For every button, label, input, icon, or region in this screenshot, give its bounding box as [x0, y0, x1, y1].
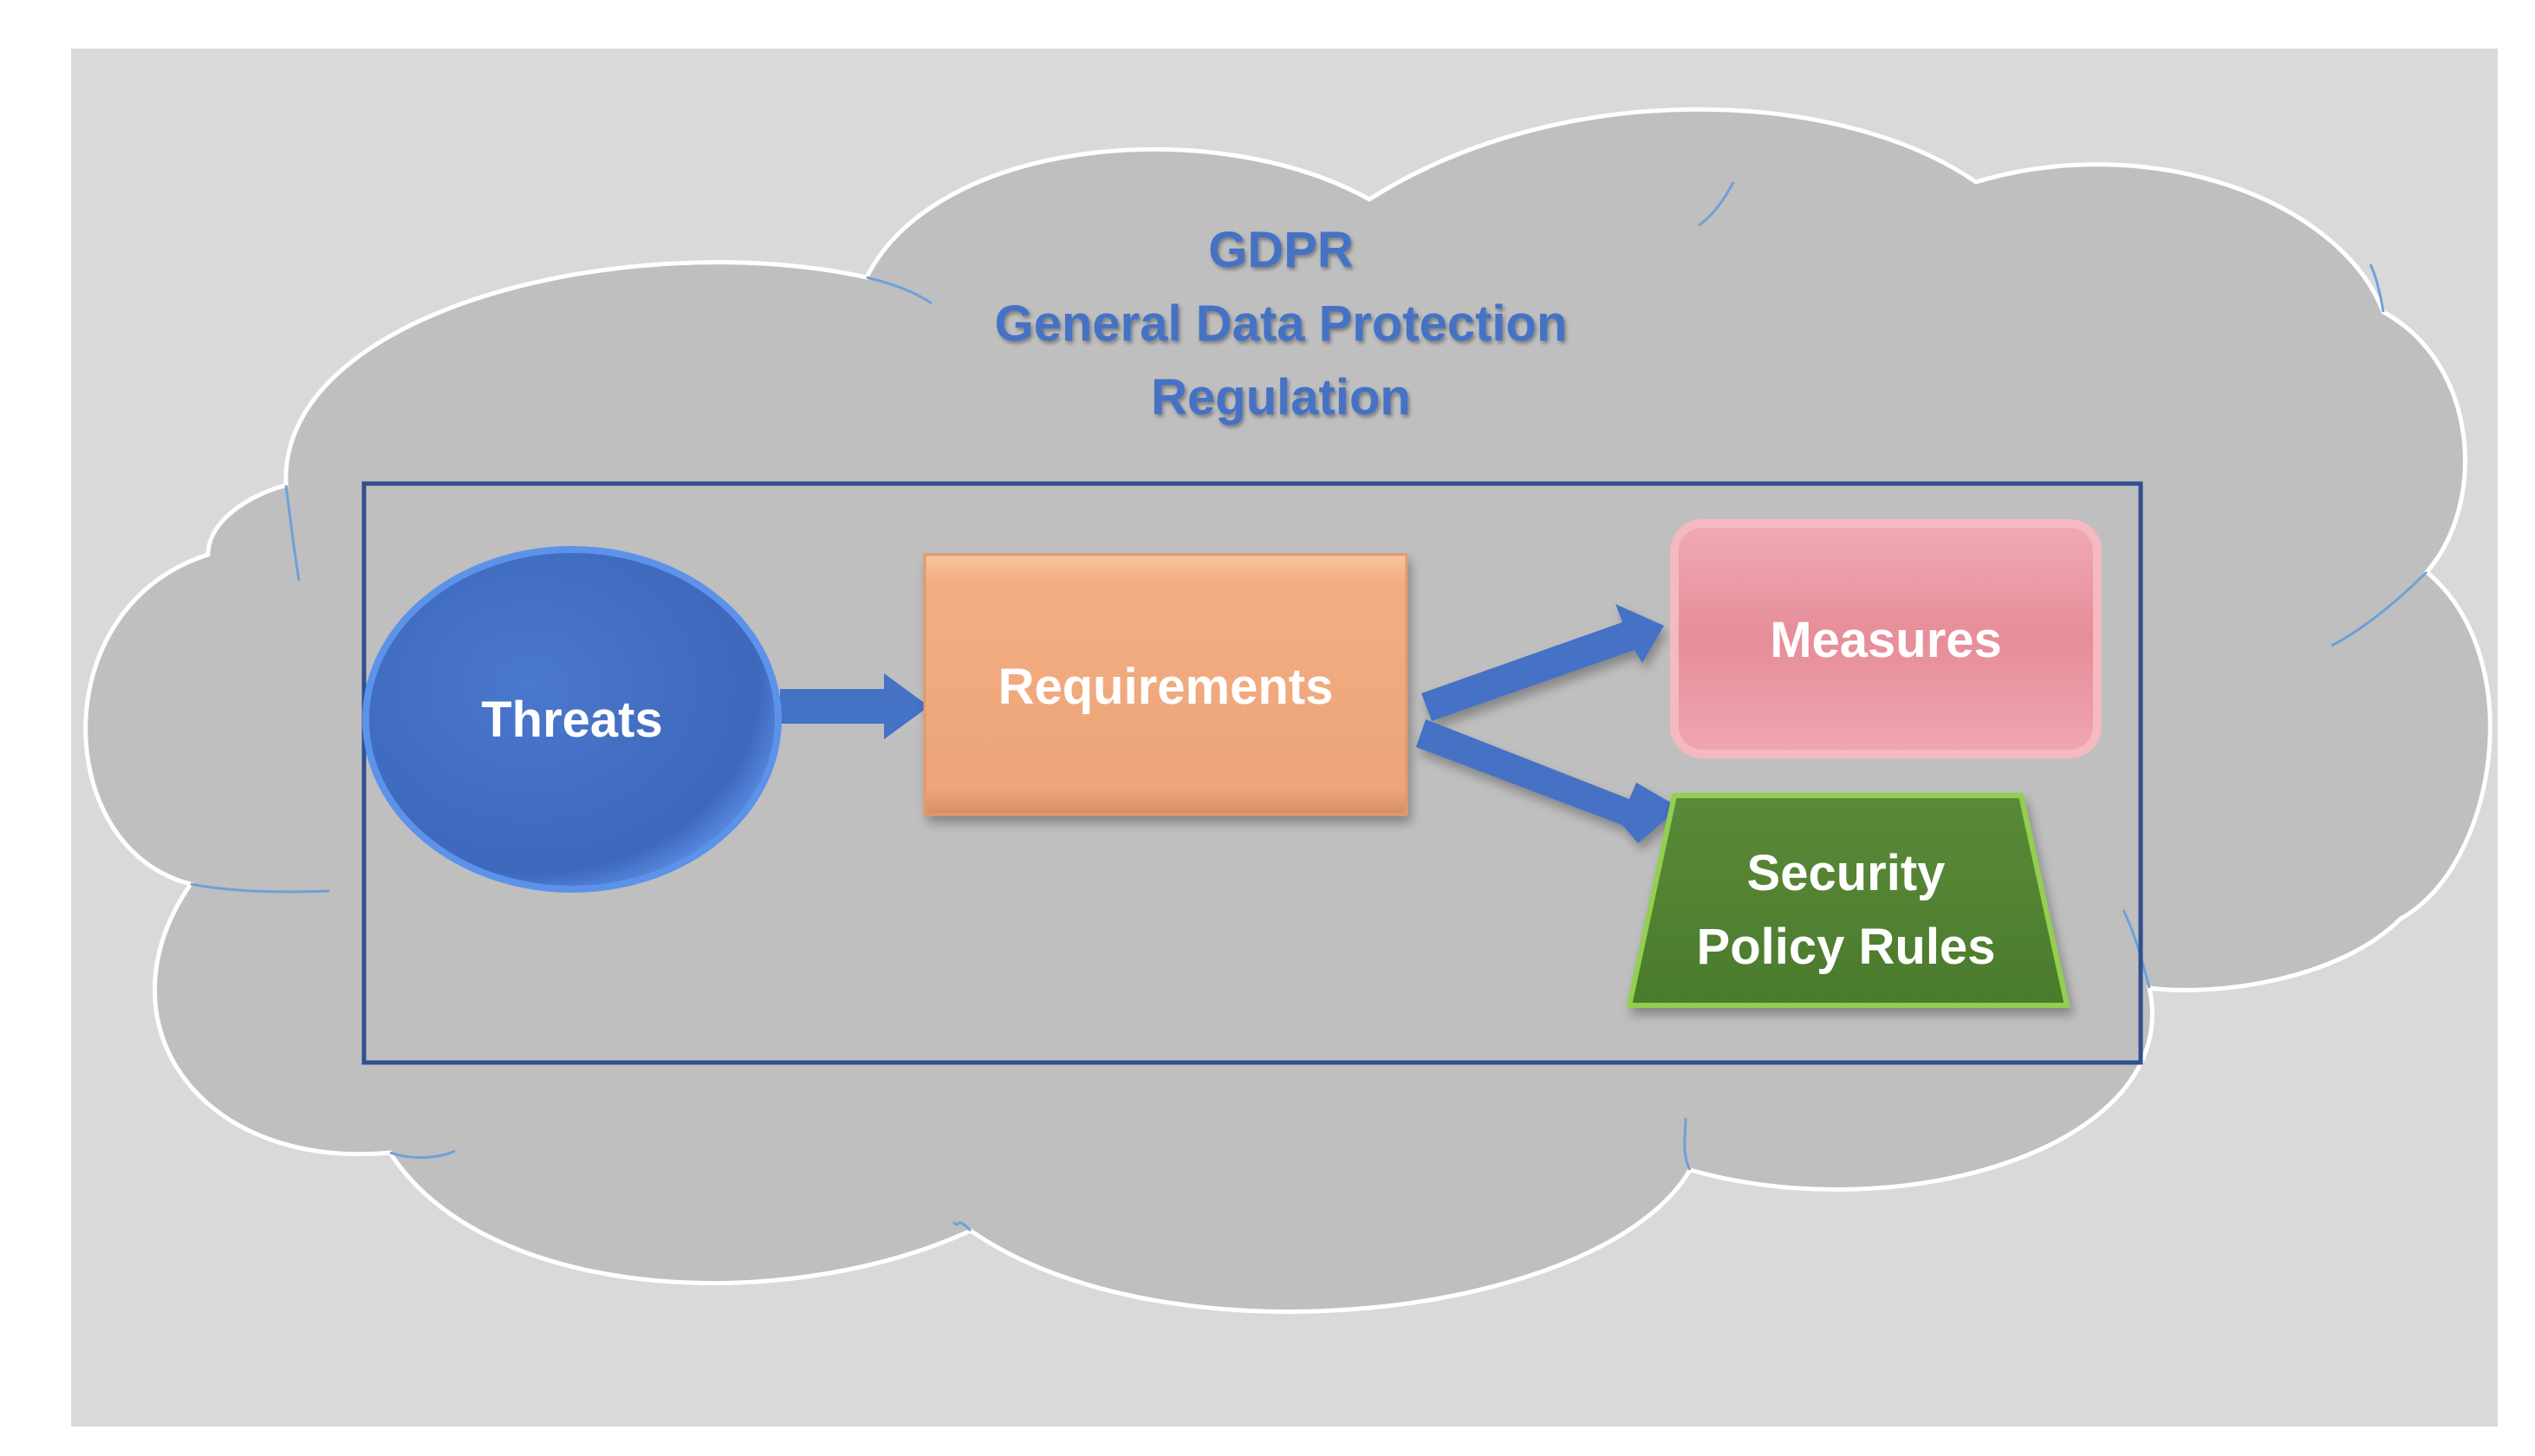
- process-frame: [361, 481, 2143, 1065]
- arrow-threats-to-requirements: [780, 673, 929, 739]
- security-label-line-1: Security: [1747, 845, 1946, 901]
- security-label-line-2: Policy Rules: [1697, 919, 1996, 975]
- measures-label: Measures: [1770, 612, 2002, 668]
- arrow-requirements-to-measures: [1421, 604, 1664, 721]
- threats-label: Threats: [481, 692, 663, 748]
- requirements-label: Requirements: [998, 659, 1334, 715]
- security-policy-rules-node: Security Policy Rules: [1626, 793, 2070, 1008]
- diagram-title: GDPR General Data Protection Regulation: [995, 222, 1568, 426]
- title-line-2: General Data Protection: [995, 296, 1568, 352]
- requirements-node: Requirements: [923, 553, 1408, 816]
- arrow-requirements-to-security-policy-rules: [1416, 719, 1680, 843]
- title-line-3: Regulation: [1151, 369, 1411, 426]
- title-line-1: GDPR: [1208, 222, 1354, 278]
- threats-node: Threats: [362, 546, 782, 893]
- measures-node: Measures: [1670, 519, 2102, 758]
